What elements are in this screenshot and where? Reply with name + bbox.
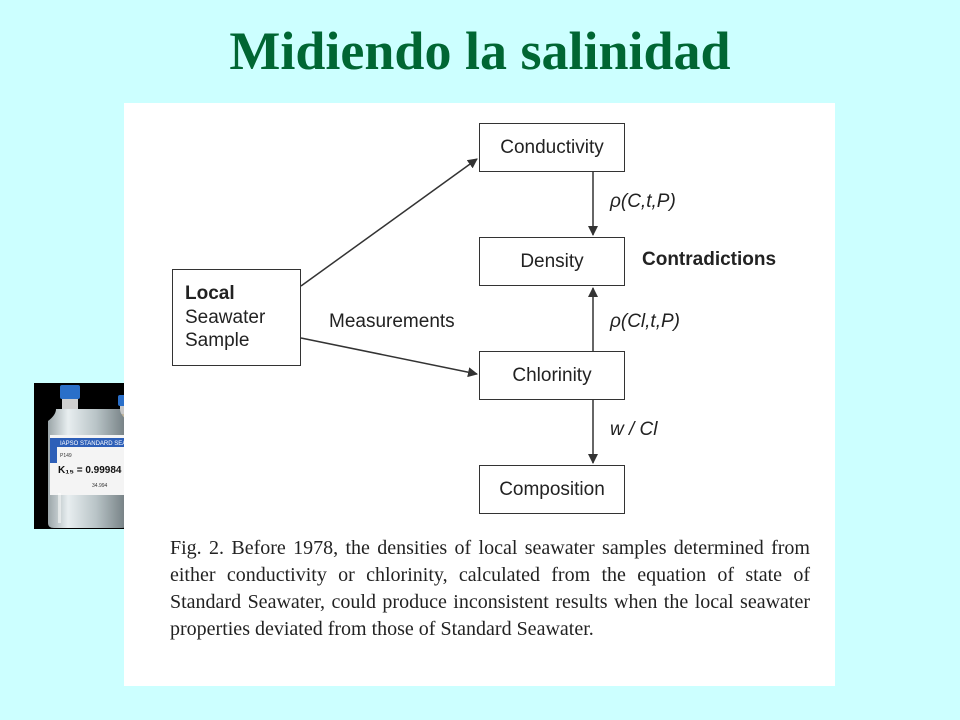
bottle-label-brand: IAPSO STANDARD SEAWATER xyxy=(60,441,148,447)
slide-title: Midiendo la salinidad xyxy=(229,21,731,81)
node-local-line2: Seawater xyxy=(185,306,266,328)
annotation-contradictions: Contradictions xyxy=(642,249,777,270)
edge-label-rho-cl: ρ(Cl,t,P) xyxy=(610,311,680,332)
edge-label-w-cl: w / Cl xyxy=(610,419,658,440)
front-bottle: IAPSO STANDARD SEAWATER P149 K₁₅ = 0.999… xyxy=(48,385,148,528)
node-conductivity: Conductivity xyxy=(479,123,625,172)
node-chlorinity-label: Chlorinity xyxy=(512,364,592,386)
node-composition: Composition xyxy=(479,465,625,514)
edge-label-rho-c: ρ(C,t,P) xyxy=(610,191,676,212)
node-chlorinity: Chlorinity xyxy=(479,351,625,400)
bottle-label-k15: K₁₅ = 0.99984 xyxy=(58,465,122,476)
edge-label-measurements: Measurements xyxy=(329,311,455,332)
diagram-arrows xyxy=(300,158,598,464)
node-conductivity-label: Conductivity xyxy=(500,136,604,158)
node-density-label: Density xyxy=(520,250,584,272)
node-composition-label: Composition xyxy=(499,478,605,500)
arrow-local-to-chlorinity xyxy=(300,337,478,378)
bottle-label-salinity: 34.994 xyxy=(92,483,108,489)
node-local-title: Local xyxy=(185,282,235,304)
node-local-seawater-sample: Local Seawater Sample xyxy=(172,269,301,366)
figure-panel: Local Seawater Sample Conductivity Densi… xyxy=(124,103,835,686)
arrow-local-to-conductivity xyxy=(300,158,478,287)
figure-caption: Fig. 2. Before 1978, the densities of lo… xyxy=(170,537,810,640)
node-local-line3: Sample xyxy=(185,330,250,352)
node-density: Density xyxy=(479,237,625,286)
bottle-label-batch: P149 xyxy=(60,453,72,459)
